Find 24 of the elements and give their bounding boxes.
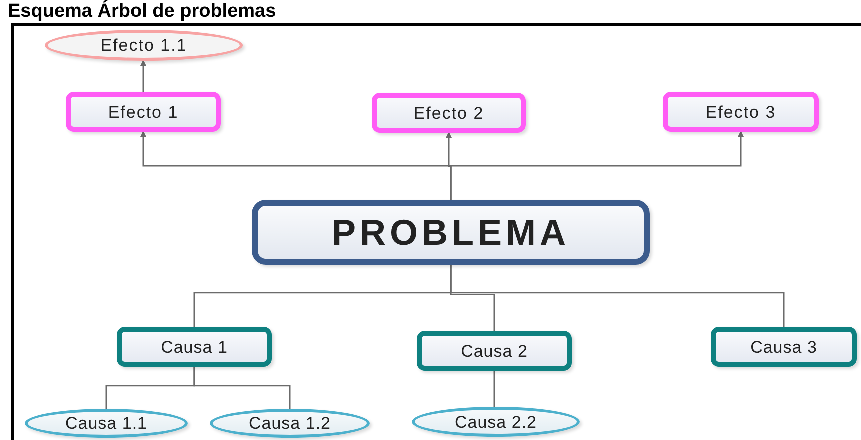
node-label: Causa 2 bbox=[461, 342, 528, 360]
effect-box bbox=[372, 93, 526, 133]
node-label: Causa 3 bbox=[750, 338, 818, 356]
cause-box bbox=[117, 327, 272, 367]
node-label: Efecto 3 bbox=[706, 104, 776, 120]
node-label: Causa 1.2 bbox=[249, 415, 331, 432]
cause-box bbox=[711, 327, 857, 367]
connector-line bbox=[194, 367, 291, 409]
node-label: Causa 1.1 bbox=[66, 415, 148, 432]
connector-line bbox=[450, 131, 744, 200]
node-label: Efecto 2 bbox=[414, 104, 484, 122]
node-label: Efecto 1.1 bbox=[100, 37, 188, 54]
diagram-title: Esquema Árbol de problemas bbox=[8, 0, 276, 23]
cause-box bbox=[417, 331, 572, 371]
connector-line bbox=[450, 265, 785, 327]
node-label: Efecto 1 bbox=[108, 104, 179, 120]
effect-box bbox=[66, 92, 221, 132]
problem-box bbox=[252, 200, 650, 265]
node-label: Causa 1 bbox=[161, 338, 228, 356]
node-label: PROBLEMA bbox=[332, 214, 570, 250]
node-label: Causa 2.2 bbox=[455, 414, 537, 430]
connector-line bbox=[140, 60, 146, 92]
effect-box bbox=[663, 92, 819, 132]
connector-line bbox=[494, 371, 496, 407]
